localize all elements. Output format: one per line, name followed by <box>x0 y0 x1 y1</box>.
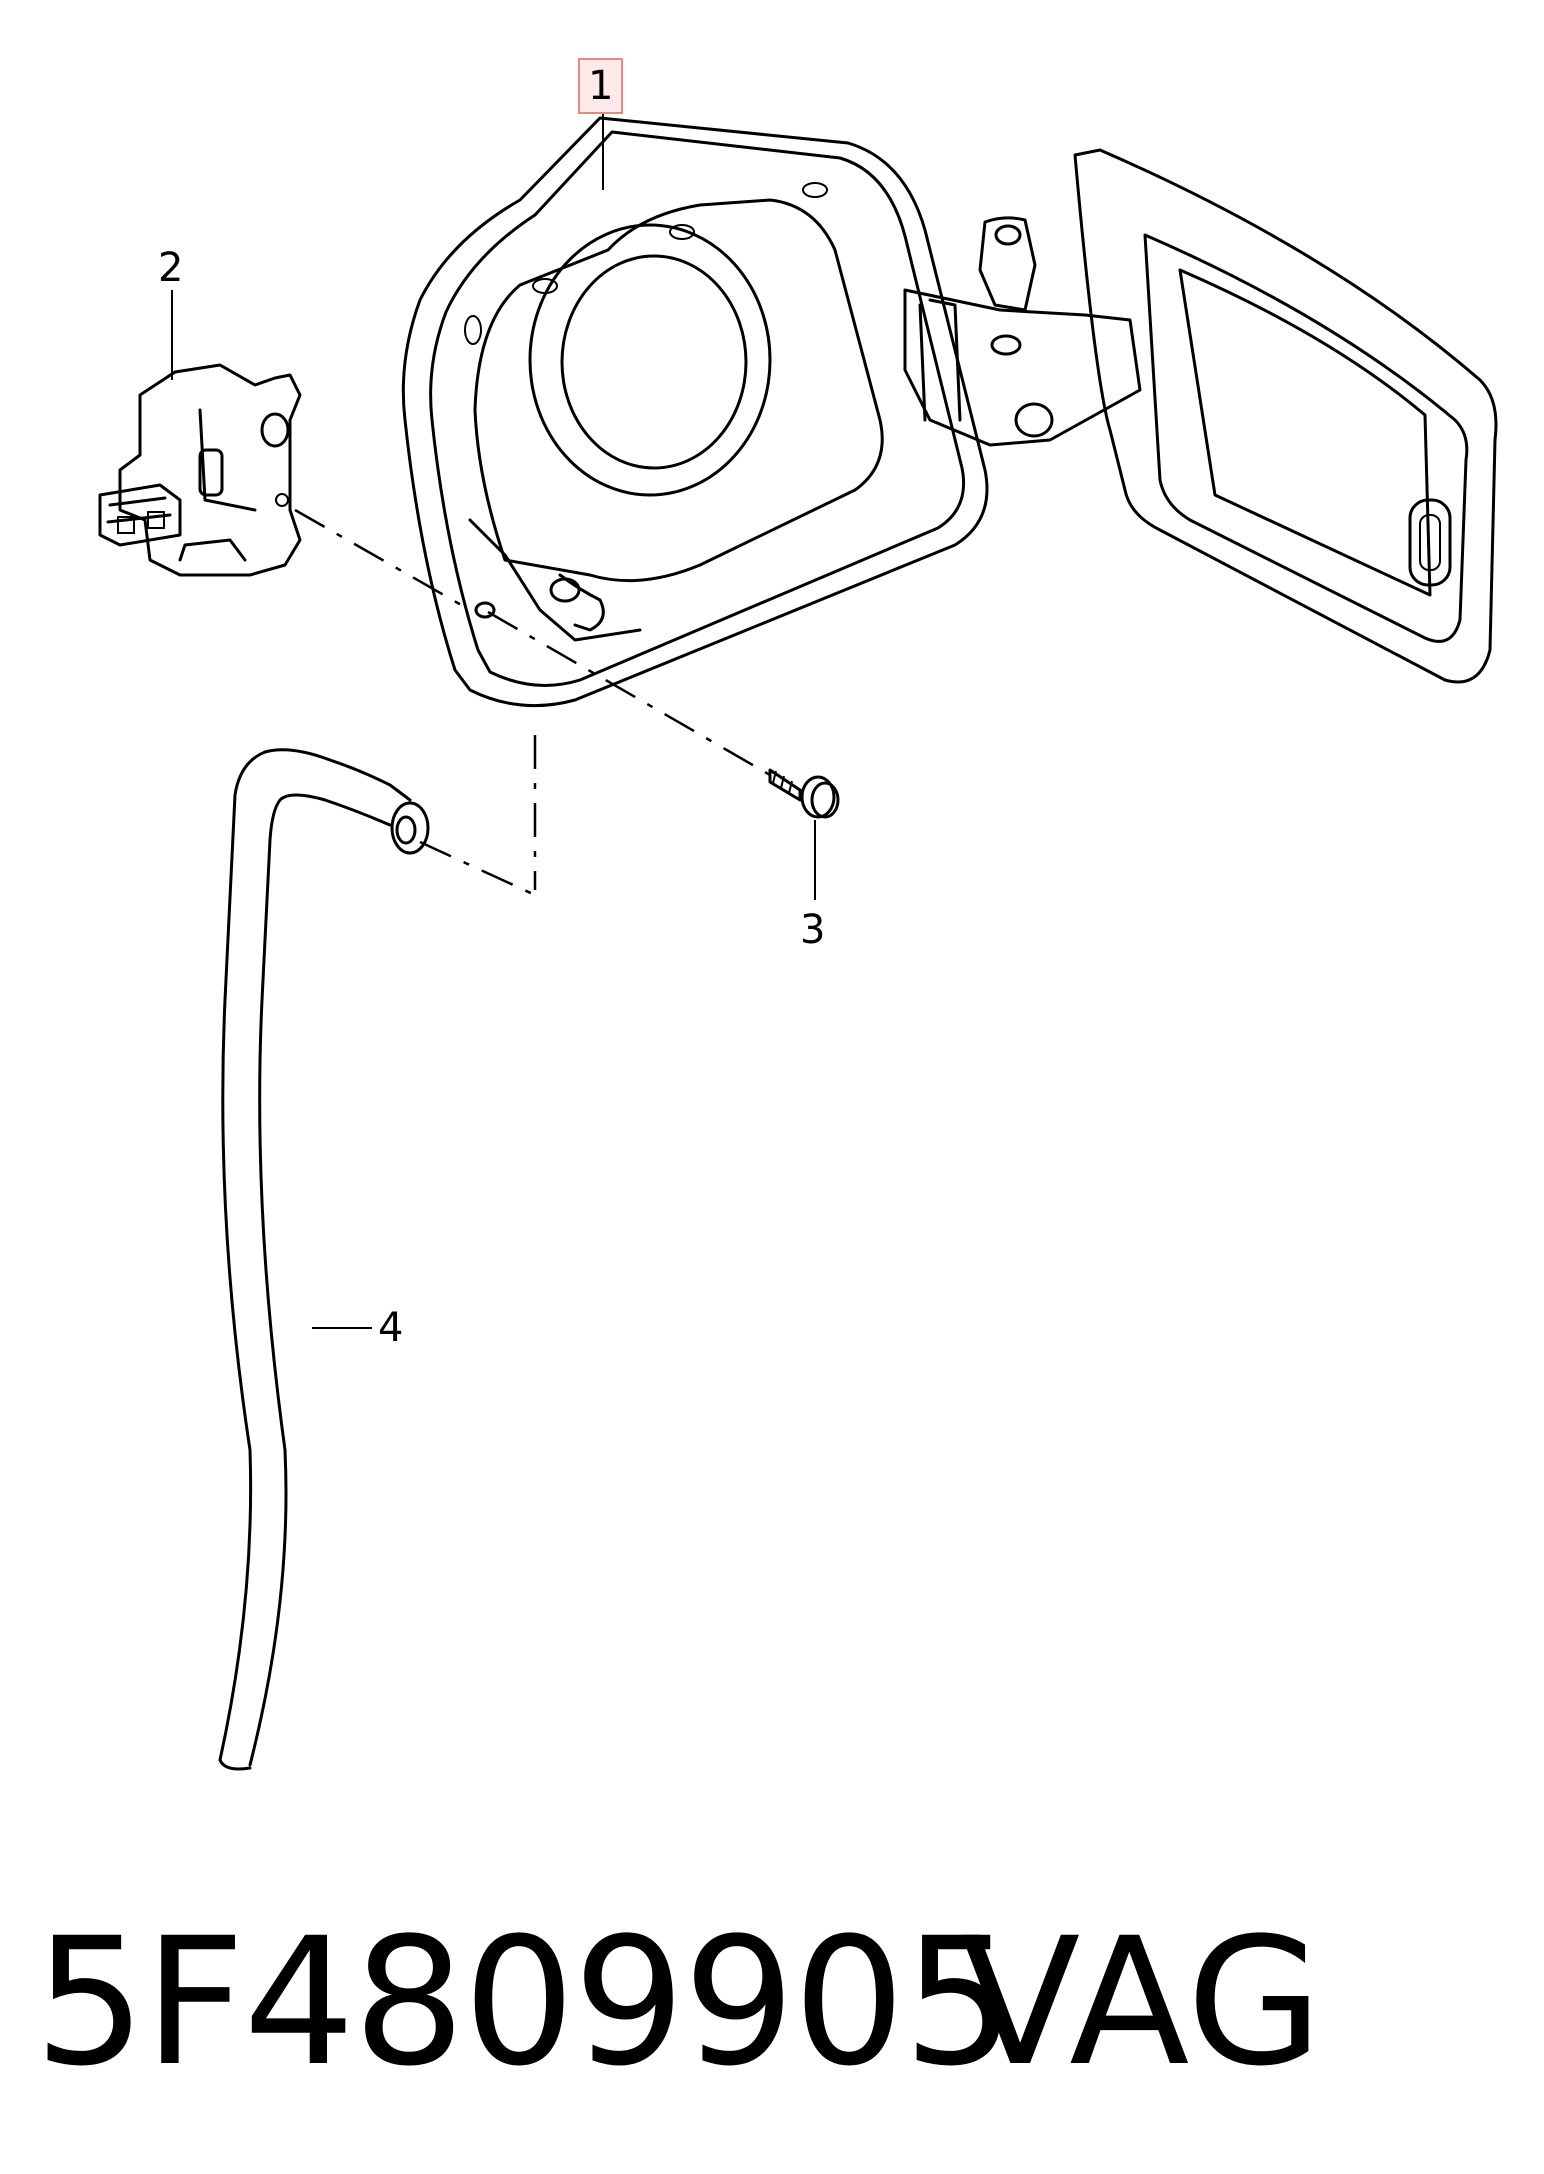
callout-3: 3 <box>800 907 826 953</box>
callout-2: 2 <box>158 245 184 291</box>
fuel-filler-housing <box>401 116 1498 708</box>
callout-4: 4 <box>378 1305 404 1351</box>
actuator-unit <box>98 363 302 577</box>
screw <box>768 768 840 819</box>
brand-label: VAG <box>960 1900 1323 2105</box>
drain-hose <box>218 748 430 1771</box>
callout-1: 1 <box>578 58 624 114</box>
leader-lines <box>171 112 816 1329</box>
assembly-lines <box>294 508 771 897</box>
part-number: 5F4809905 <box>34 1900 1015 2105</box>
